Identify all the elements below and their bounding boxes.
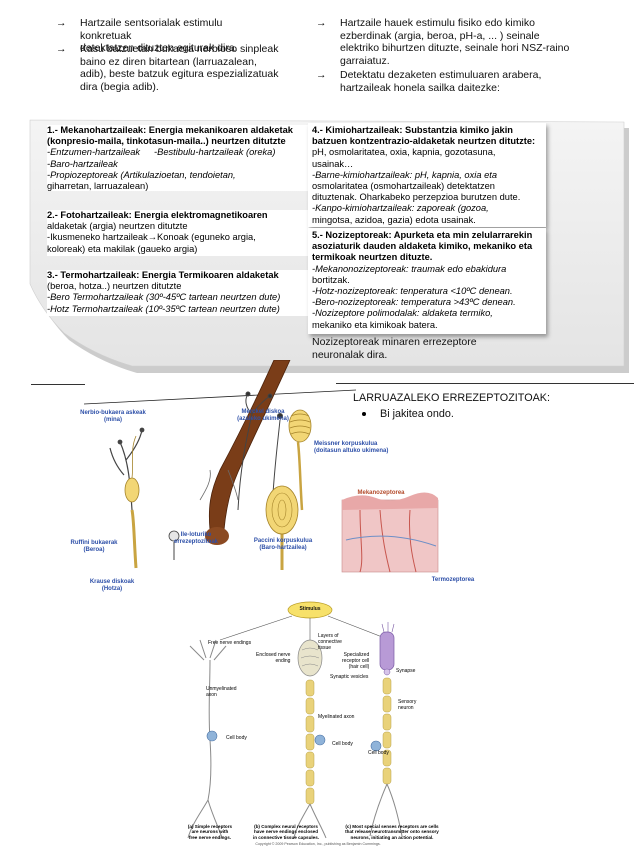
arrow-icon: → <box>56 17 67 29</box>
nozizeptore-note: Nozizeptoreak minaren errezeptore neuron… <box>312 336 477 361</box>
skin-cross-section-icon <box>341 492 439 573</box>
bullet-1: → Hartzaile sentsorialak estimulu konkre… <box>56 17 238 54</box>
free-nerve-ending-icon <box>109 427 145 511</box>
complex-receptor-neuron-icon <box>293 639 327 839</box>
card-kimiohartzaileak: 4.- Kimiohartzaileak: Substantzia kimiko… <box>308 123 546 227</box>
meissner-corpuscle-icon <box>288 409 312 511</box>
label-cell-body-b: Cell body <box>332 741 353 747</box>
ruffini-ending-icon <box>124 435 140 569</box>
arrow-icon: → <box>316 69 327 81</box>
label-myelinated: Myelinated axon <box>318 714 355 720</box>
card-termohartzaileak: 3.- Termohartzaileak: Energia Termikoare… <box>47 270 309 316</box>
special-receptor-neuron-icon <box>369 622 403 837</box>
pacinian-corpuscle-icon <box>265 485 299 570</box>
label-meissner: Meissner korpuskulua(doitasun altuko uki… <box>314 441 389 454</box>
caption-c: (c) Most special senses receptors are ce… <box>345 824 439 840</box>
label-synapse: Synapse <box>396 668 416 674</box>
label-paccini: Paccini korpuskulua(Baro-hartzailea) <box>253 538 313 551</box>
label-cell-body-a: Cell body <box>226 735 247 741</box>
cell-body-icon <box>206 730 218 742</box>
label-krause: Krause diskoak(Hotza) <box>89 579 135 592</box>
skin-receptors-illustration <box>83 360 439 573</box>
stimulus-label: Stimulus <box>299 606 321 612</box>
bullet-dot-icon <box>362 412 366 417</box>
sensory-receptors-illustration <box>187 601 403 839</box>
skin-bullet: Bi jakitea ondo. <box>362 408 454 420</box>
label-termozeptorea: Termozeptorea <box>431 577 475 583</box>
label-merckel: Merckel diskoa(azaleko ukimena) <box>237 409 289 422</box>
hair-follicle-icon <box>199 360 291 545</box>
card-fotohartzaileak: 2.- Fotohartzaileak: Energia elektromagn… <box>47 210 309 256</box>
bullet-3: → Hartzaile hauek estimulu fisiko edo ki… <box>316 17 570 67</box>
label-nerbio-bukaera: Nerbio-bukaera askeak(mina) <box>80 410 146 423</box>
label-cell-body-c: Cell body <box>368 750 389 756</box>
arrow-icon: → <box>56 43 67 55</box>
skin-receptors-heading: LARRUAZALEKO ERREZEPTOZITOAK: <box>353 392 550 404</box>
label-ruffini: Ruffini bukaerak(Beroa) <box>70 540 118 553</box>
bullet-2: → Kasu batzuetan bukaera nerbioso sinple… <box>56 43 279 93</box>
card-mekanohartzaileak: 1.- Mekanohartzaileak: Energia mekanikoa… <box>47 125 309 191</box>
arrow-icon: → <box>316 17 327 29</box>
copyright-line: Copyright © 2009 Pearson Education, Inc.… <box>255 842 381 846</box>
divider-right <box>336 383 634 384</box>
krause-end-bulb-icon <box>168 530 180 560</box>
card-nozizeptoreak: 5.- Nozizeptoreak: Apurketa eta min zelu… <box>308 228 546 334</box>
divider-left <box>31 384 85 385</box>
bullet-4: → Detektatu dezaketen estimuluaren arabe… <box>316 69 542 94</box>
stimulus-bubble-icon <box>219 601 391 641</box>
label-mekanozeptorea: Mekanozeptorea <box>357 490 405 496</box>
simple-receptor-neuron-icon <box>187 639 227 839</box>
label-free-nerve: Free nerve endings <box>208 640 252 646</box>
label-vesicles: Synaptic vesicles <box>330 674 369 680</box>
